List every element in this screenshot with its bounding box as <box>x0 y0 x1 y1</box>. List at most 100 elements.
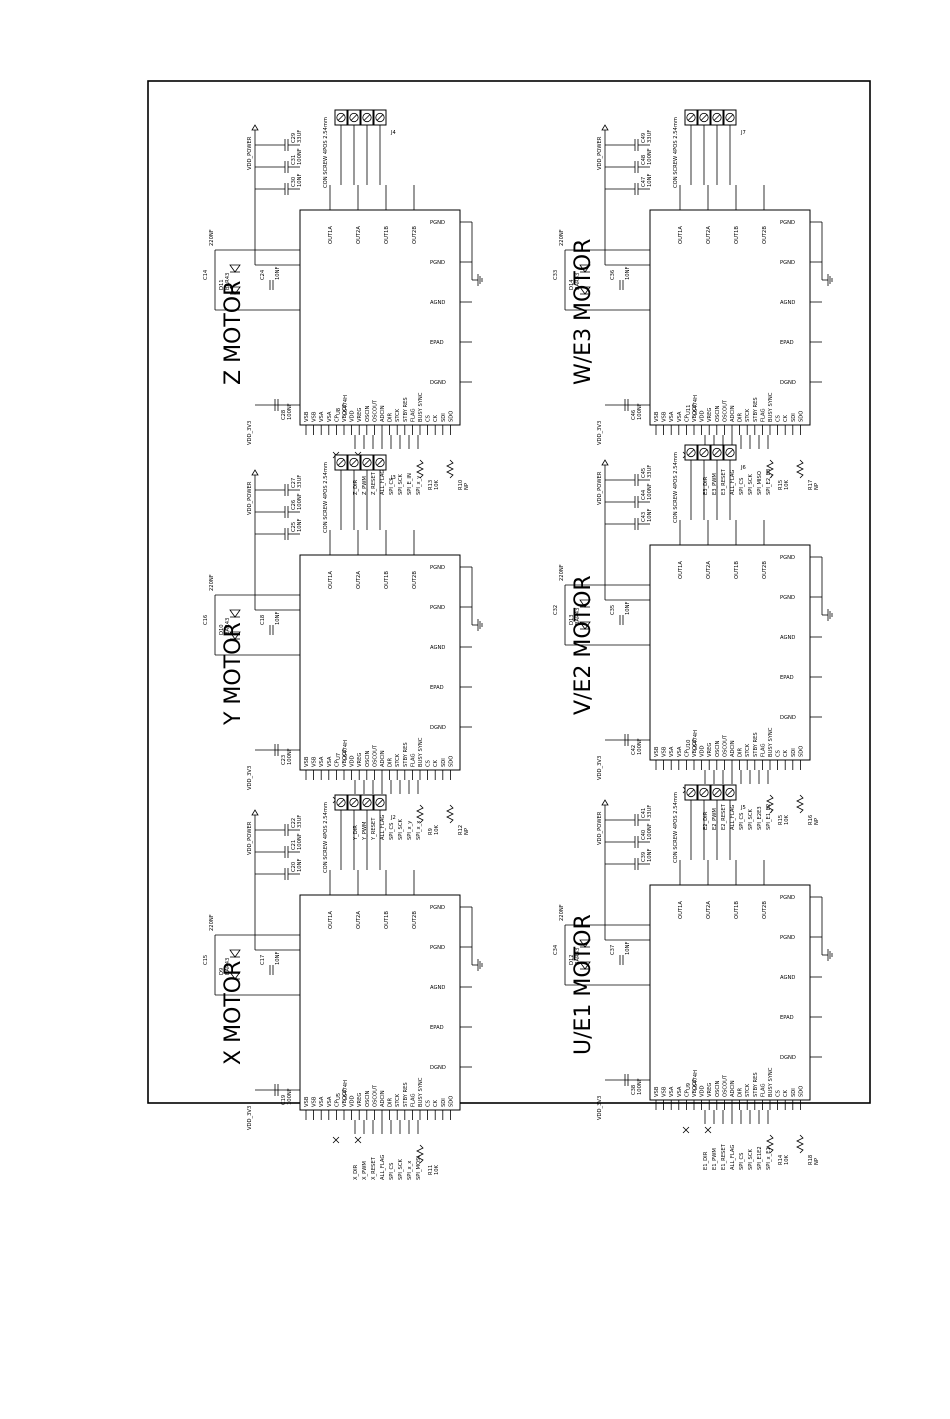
pin-name: AGND <box>430 645 445 651</box>
diode-part: BAR43 <box>225 273 231 290</box>
cap-value: 33UF <box>647 130 653 143</box>
pin-name: STBY RES <box>753 732 759 757</box>
pin-name: SDI <box>441 1098 447 1107</box>
resistor-icon <box>766 1134 774 1154</box>
cap-value: 100NF <box>287 403 293 420</box>
pin-name: SDO <box>448 756 454 767</box>
cap-ref: C47 <box>641 177 647 187</box>
cap-ref: C49 <box>641 133 647 143</box>
pin-name: OUT2A <box>356 226 362 244</box>
net-label: SPI_SCK <box>398 474 404 495</box>
pin-name: VREG <box>357 1093 363 1107</box>
pin-name: OSCIN <box>365 405 371 422</box>
pin-name: FLAG <box>760 744 766 757</box>
motor-title: Y MOTOR <box>221 622 246 726</box>
diode-icon <box>229 609 241 618</box>
pin-name: DIR <box>738 412 744 422</box>
power-arrow-icon <box>251 124 259 131</box>
driver-ic <box>649 209 811 426</box>
pin-name: OUT1A <box>678 901 684 919</box>
pin-name: VREG <box>707 1083 713 1097</box>
pin-name: DGND <box>780 715 796 721</box>
cap-value: 100NF <box>647 148 653 165</box>
cap-value: 220NF <box>559 904 565 921</box>
pin-name: OUT2B <box>762 226 768 244</box>
ic-part: L6474H <box>343 395 349 415</box>
pin-name: DGND <box>780 380 796 386</box>
net-label: E3_DIR <box>703 476 709 495</box>
net-label: ALL_FLAG <box>730 1145 736 1170</box>
cap-value: 10NF <box>625 267 631 280</box>
cap-ref: C45 <box>641 468 647 478</box>
resistor-ref: R13 <box>428 480 434 490</box>
cap-value: 100NF <box>297 493 303 510</box>
ic-part: L6474H <box>693 730 699 750</box>
net-label: Z_RESET <box>371 471 377 495</box>
vdd-3v3-label: VDD_3V3 <box>597 756 603 780</box>
cap-ref: C24 <box>260 269 266 280</box>
pin-name: CK <box>783 749 789 757</box>
net-label: SPI_CS <box>739 813 745 830</box>
pin-name: VSA <box>327 756 333 767</box>
screw-slot <box>700 449 708 456</box>
net-label: X_DIR <box>353 1164 359 1180</box>
pin-name: PGND <box>780 220 795 226</box>
net-label: X_RESET <box>371 1156 377 1180</box>
cap-value: 33UF <box>647 805 653 818</box>
pin-name: VDD <box>350 755 356 767</box>
pin-name: SDO <box>798 1086 804 1097</box>
pin-name: SDI <box>791 748 797 757</box>
resistor-value: 10K <box>784 1154 790 1165</box>
pin-name: STCK <box>745 1083 751 1097</box>
pin-name: VSA <box>669 1086 675 1097</box>
vdd-power-label: VDD_POWER <box>247 481 253 515</box>
pin-name: BUSY SYNC <box>418 1077 424 1107</box>
pin-name: FLAG <box>410 1094 416 1107</box>
screw-icon <box>725 787 735 798</box>
vdd-3v3-label: VDD_3V3 <box>597 421 603 445</box>
net-label: Y_PWM <box>362 822 368 842</box>
pin-name: VDD <box>700 1085 706 1097</box>
cap-ref: C39 <box>641 852 647 862</box>
ic-ref: U11 <box>686 405 692 415</box>
screw-icon <box>362 797 372 808</box>
screw-icon <box>349 797 359 808</box>
cap-value: 220NF <box>559 564 565 581</box>
pin-name: DIR <box>738 747 744 757</box>
net-label: SPI_x_x <box>407 1161 413 1180</box>
pin-name: PGND <box>430 260 445 266</box>
screw-icon <box>375 112 385 123</box>
ic-ref: U9 <box>686 1083 692 1090</box>
net-label: ALL_FLAG <box>380 1155 386 1180</box>
diode-ref: D10 <box>219 624 225 635</box>
cap-value: 10NF <box>647 509 653 522</box>
pin-name: PGND <box>780 895 795 901</box>
diode-icon <box>579 621 591 630</box>
connector-desc: CON SCREW 4POS 2.54mm <box>673 792 679 863</box>
pin-name: OUT1A <box>328 911 334 929</box>
resistor-ref: R9 <box>428 828 434 835</box>
vdd-power-label: VDD_POWER <box>597 136 603 170</box>
pin-name: SDO <box>798 746 804 757</box>
resistor-icon <box>796 794 804 814</box>
pin-name: PGND <box>430 945 445 951</box>
pin-name: STBY RES <box>753 1072 759 1097</box>
resistor-icon <box>446 804 454 824</box>
ic-part: L6474H <box>343 740 349 760</box>
cap-ref: C19 <box>281 1095 287 1105</box>
screw-slot <box>350 114 358 121</box>
net-label: SPI_E2_E3 <box>766 469 772 495</box>
pin-name: OUT2B <box>412 226 418 244</box>
diode-icon <box>579 599 591 608</box>
cap-value: 10NF <box>275 612 281 625</box>
diode-part: BAR43 <box>225 618 231 635</box>
pin-name: SDI <box>441 413 447 422</box>
resistor-icon <box>766 459 774 479</box>
screw-icon <box>725 112 735 123</box>
screw-icon <box>699 447 709 458</box>
diode-icon <box>579 939 591 948</box>
pin-name: OUT2B <box>762 901 768 919</box>
pin-name: VSB <box>304 1096 310 1107</box>
resistor-ref: R11 <box>428 1165 434 1175</box>
